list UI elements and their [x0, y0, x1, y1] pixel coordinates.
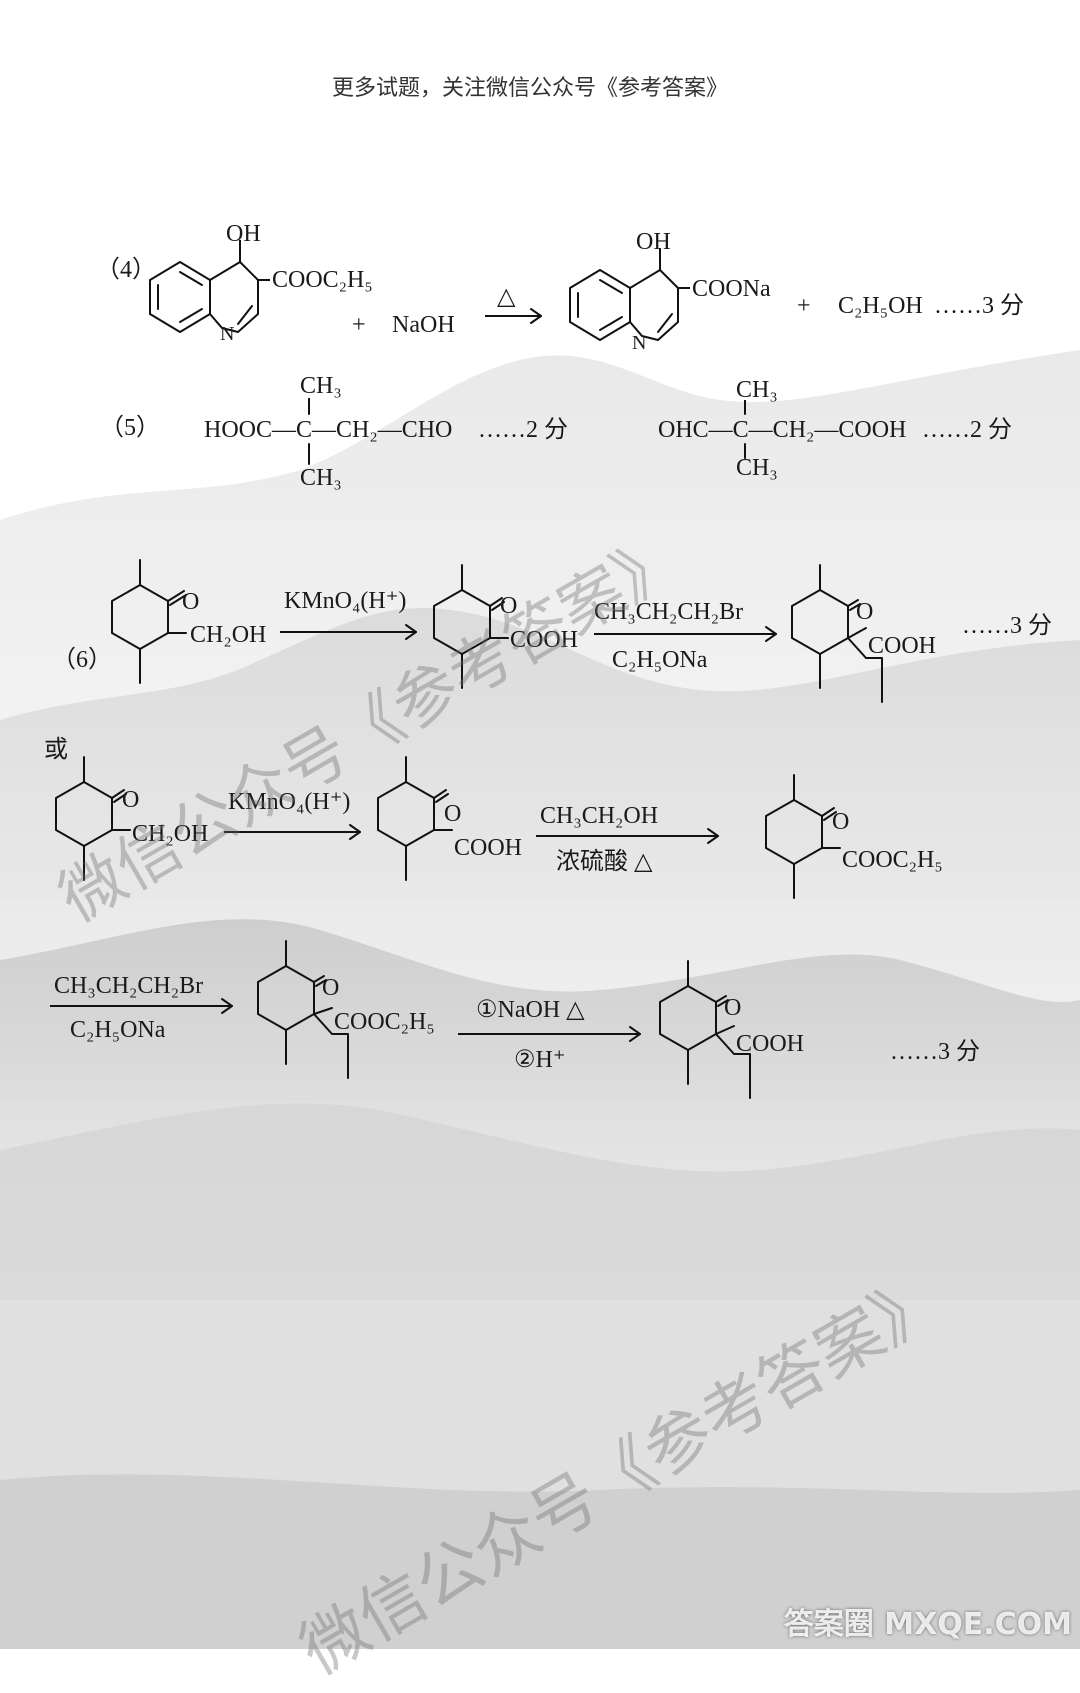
q4-byproduct: C₂H₅OH [838, 293, 923, 319]
alt-m4-substituent: COOC₂H₅ [334, 1009, 435, 1035]
alt-arrow4-reagent-bottom: ②H⁺ [514, 1047, 566, 1073]
q4-product-substituent: COONa [692, 276, 771, 302]
alt-score: ……3 分 [890, 1039, 980, 1065]
alt-keto-acid-structure [377, 756, 453, 881]
question-6-label: （6） [52, 647, 112, 673]
alt-m5-oxygen: O [724, 995, 742, 1021]
quinoline-ester-structure [149, 240, 270, 333]
q6-r2-oxygen: O [500, 593, 518, 619]
q6-propyl-keto-acid-structure [791, 564, 883, 703]
alt-arrow2-reagent-top: CH₃CH₂OH [540, 803, 659, 829]
q6-keto-acid-structure [433, 564, 509, 689]
q5-b-chain: OHC—C—CH₂—COOH [658, 417, 907, 443]
alt-final-keto-acid-structure [659, 960, 751, 1099]
q5-b-bonds [744, 400, 746, 459]
q6-arrow-2 [594, 626, 777, 642]
q5-b-bottom-methyl: CH₃ [736, 455, 778, 481]
q4-reactant-n: N [220, 323, 235, 345]
alt-m5-substituent: COOH [736, 1031, 805, 1057]
alt-m3-oxygen: O [832, 809, 850, 835]
alt-m1-oxygen: O [122, 787, 140, 813]
page-header: 更多试题，关注微信公众号《参考答案》 [332, 75, 729, 100]
alt-m3-substituent: COOC₂H₅ [842, 847, 943, 873]
q5-a-chain: HOOC—C—CH₂—CHO [204, 417, 453, 443]
corner-logo: 答案圈 MXQE.COM [783, 1607, 1072, 1642]
alt-m1-substituent: CH₂OH [132, 821, 209, 847]
q4-product-n: N [632, 332, 647, 354]
alt-arrow-1 [224, 824, 361, 840]
alt-arrow1-reagent: KMnO₄(H⁺) [228, 789, 351, 815]
q6-r1-oxygen: O [182, 589, 200, 615]
alt-arrow2-reagent-bottom: 浓硫酸 △ [556, 849, 653, 875]
q6-arrow2-reagent-bottom: C₂H₅ONa [612, 647, 708, 673]
q4-product-oh: OH [636, 229, 671, 255]
q4-reactant-substituent: COOC₂H₅ [272, 267, 373, 293]
q4-plus: + [352, 312, 366, 338]
q4-reagent: NaOH [392, 312, 455, 338]
q6-arrow2-reagent-top: CH₃CH₂CH₂Br [594, 599, 744, 625]
q6-r3-substituent: COOH [868, 633, 937, 659]
q5-a-bonds [308, 398, 310, 465]
alt-arrow3-reagent-bottom: C₂H₅ONa [70, 1017, 166, 1043]
q6-arrow-1 [280, 624, 417, 640]
quinoline-carboxylate-structure [569, 248, 690, 341]
q4-reactant-oh: OH [226, 221, 261, 247]
alt-m2-oxygen: O [444, 801, 462, 827]
q6-r3-oxygen: O [856, 599, 874, 625]
alt-keto-ester-structure [765, 774, 841, 899]
q5-a-bottom-methyl: CH₃ [300, 465, 342, 491]
alt-hydroxymethyl-ketone-structure [55, 756, 131, 881]
alt-arrow-4 [458, 1026, 641, 1042]
q6-score: ……3 分 [962, 613, 1052, 639]
q5-b-score: ……2 分 [922, 417, 1012, 443]
q5-b-top-methyl: CH₃ [736, 377, 778, 403]
alt-arrow4-reagent-top: ①NaOH △ [476, 997, 585, 1023]
alt-arrow-2 [536, 828, 719, 844]
q4-plus-2: + [797, 293, 811, 319]
alt-arrow3-reagent-top: CH₃CH₂CH₂Br [54, 973, 204, 999]
q5-a-top-methyl: CH₃ [300, 373, 342, 399]
alt-m4-oxygen: O [322, 975, 340, 1001]
alt-m2-substituent: COOH [454, 835, 523, 861]
q6-hydroxymethyl-ketone-structure [111, 559, 187, 684]
alternative-label: 或 [44, 737, 68, 763]
q6-arrow1-reagent: KMnO₄(H⁺) [284, 588, 407, 614]
q4-score: ……3 分 [934, 293, 1024, 319]
q4-heat: △ [497, 284, 516, 310]
mountain-background [0, 350, 1080, 1649]
alt-propyl-keto-ester-structure [257, 940, 349, 1079]
q6-r1-substituent: CH₂OH [190, 622, 267, 648]
q6-r2-substituent: COOH [510, 627, 579, 653]
alt-arrow-3 [50, 998, 233, 1014]
q5-a-score: ……2 分 [478, 417, 568, 443]
question-5-label: （5） [100, 415, 160, 441]
question-4-label: （4） [96, 257, 156, 283]
q4-reaction-arrow [485, 308, 542, 324]
